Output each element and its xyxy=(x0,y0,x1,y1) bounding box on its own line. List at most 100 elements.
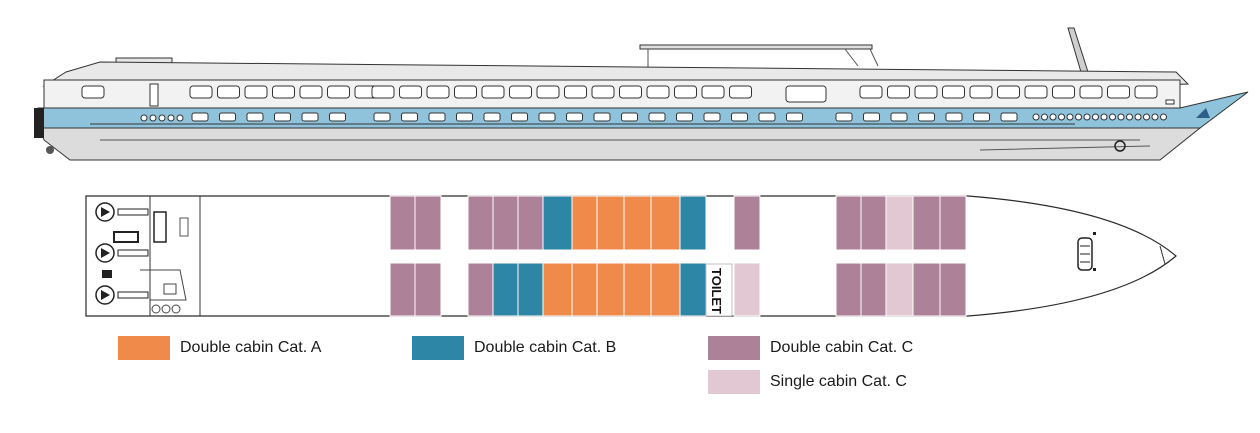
cabin-bottom xyxy=(571,262,598,317)
legend-swatch-cat-b xyxy=(412,336,464,360)
cabin-top xyxy=(542,195,573,251)
cabin-bottom xyxy=(623,262,652,317)
cabin-bottom xyxy=(542,262,573,317)
stern-window xyxy=(81,85,105,99)
porthole xyxy=(1151,113,1159,121)
cabin-bottom xyxy=(467,262,494,317)
cabin-bottom xyxy=(389,262,416,317)
porthole xyxy=(1100,113,1108,121)
upper-window xyxy=(887,85,910,99)
lower-window xyxy=(246,112,264,122)
upper-window xyxy=(969,85,993,99)
porthole xyxy=(1058,113,1065,121)
lower-window xyxy=(538,112,556,122)
upper-window xyxy=(1107,85,1130,99)
lower-window xyxy=(566,112,583,122)
porthole xyxy=(140,114,148,122)
lower-window xyxy=(511,112,528,122)
cabins xyxy=(389,195,967,317)
upper-window xyxy=(914,85,938,99)
anchor-winch-icon xyxy=(1077,232,1096,271)
lower-window xyxy=(786,112,803,122)
canopy-frame xyxy=(647,48,879,68)
bow-small-window xyxy=(1165,99,1175,105)
lower-window xyxy=(863,112,880,122)
hull-lines xyxy=(100,139,1151,151)
porthole xyxy=(149,114,157,122)
lower-window xyxy=(301,112,319,122)
lower-window xyxy=(219,112,236,122)
cabin-top xyxy=(571,195,598,251)
lower-window xyxy=(456,112,473,122)
thruster-units xyxy=(95,202,149,305)
lower-window xyxy=(918,112,935,122)
upper-window xyxy=(1052,85,1075,99)
legend-swatch-cat-c-single xyxy=(708,370,760,394)
thruster-shaft xyxy=(117,249,149,257)
portholes xyxy=(140,113,1167,122)
upper-window xyxy=(1079,85,1103,99)
cabin-bottom xyxy=(414,262,442,317)
porthole xyxy=(1041,113,1048,121)
lower-window xyxy=(191,112,209,122)
legend-swatch-cat-c-double xyxy=(708,336,760,360)
porthole xyxy=(167,114,175,122)
upper-window xyxy=(1134,85,1158,99)
cabin-top xyxy=(492,195,519,251)
upper-window xyxy=(591,85,615,99)
stern-dark-panel xyxy=(34,108,44,138)
porthole xyxy=(1134,113,1142,121)
legend-item-cat-b: Double cabin Cat. B xyxy=(412,336,616,360)
upper-window xyxy=(1024,85,1048,99)
lower-window xyxy=(1000,112,1018,122)
lower-window xyxy=(428,112,446,122)
legend-item-cat-a: Double cabin Cat. A xyxy=(118,336,321,360)
stern-circles xyxy=(151,304,181,314)
upper-window xyxy=(244,85,268,99)
stern-equipment-2 xyxy=(102,270,112,278)
cabin-top xyxy=(939,195,967,251)
cabin-top xyxy=(517,195,544,251)
upper-window xyxy=(481,85,505,99)
upper-window xyxy=(859,85,883,99)
stairs-icon xyxy=(179,217,189,237)
lower-window xyxy=(758,112,776,122)
upper-window xyxy=(997,85,1020,99)
lower-window xyxy=(835,112,853,122)
hull-lower xyxy=(39,127,1202,161)
porthole xyxy=(176,114,184,122)
porthole xyxy=(1066,113,1074,121)
cabin-bottom xyxy=(596,262,625,317)
cabin-bottom xyxy=(492,262,519,317)
legend-item-cat-c-single: Single cabin Cat. C xyxy=(708,370,907,394)
upper-window xyxy=(217,85,240,99)
porthole xyxy=(1083,113,1091,121)
cabin-top xyxy=(679,195,707,251)
cabin-bottom xyxy=(650,262,681,317)
upper-window xyxy=(701,85,725,99)
propeller-icon xyxy=(46,146,54,154)
upper-windows xyxy=(189,85,1158,99)
legend-label-cat-a: Double cabin Cat. A xyxy=(180,339,322,356)
legend-swatch-cat-a xyxy=(118,336,170,360)
lower-window xyxy=(373,112,391,122)
cabin-top xyxy=(596,195,625,251)
ship-side-view xyxy=(34,27,1249,161)
porthole xyxy=(1092,113,1099,121)
cabin-bottom xyxy=(912,262,941,317)
cabin-top xyxy=(650,195,681,251)
porthole xyxy=(1032,113,1040,121)
cabin-top xyxy=(623,195,652,251)
cabin-bottom xyxy=(885,262,914,317)
upper-window xyxy=(426,85,450,99)
cabin-top xyxy=(733,195,761,251)
thruster-shaft xyxy=(117,208,149,216)
upper-window xyxy=(942,85,965,99)
upper-window xyxy=(299,85,323,99)
upper-window xyxy=(674,85,697,99)
cabin-top xyxy=(389,195,416,251)
lower-window xyxy=(483,112,501,122)
upper-window xyxy=(327,85,350,99)
